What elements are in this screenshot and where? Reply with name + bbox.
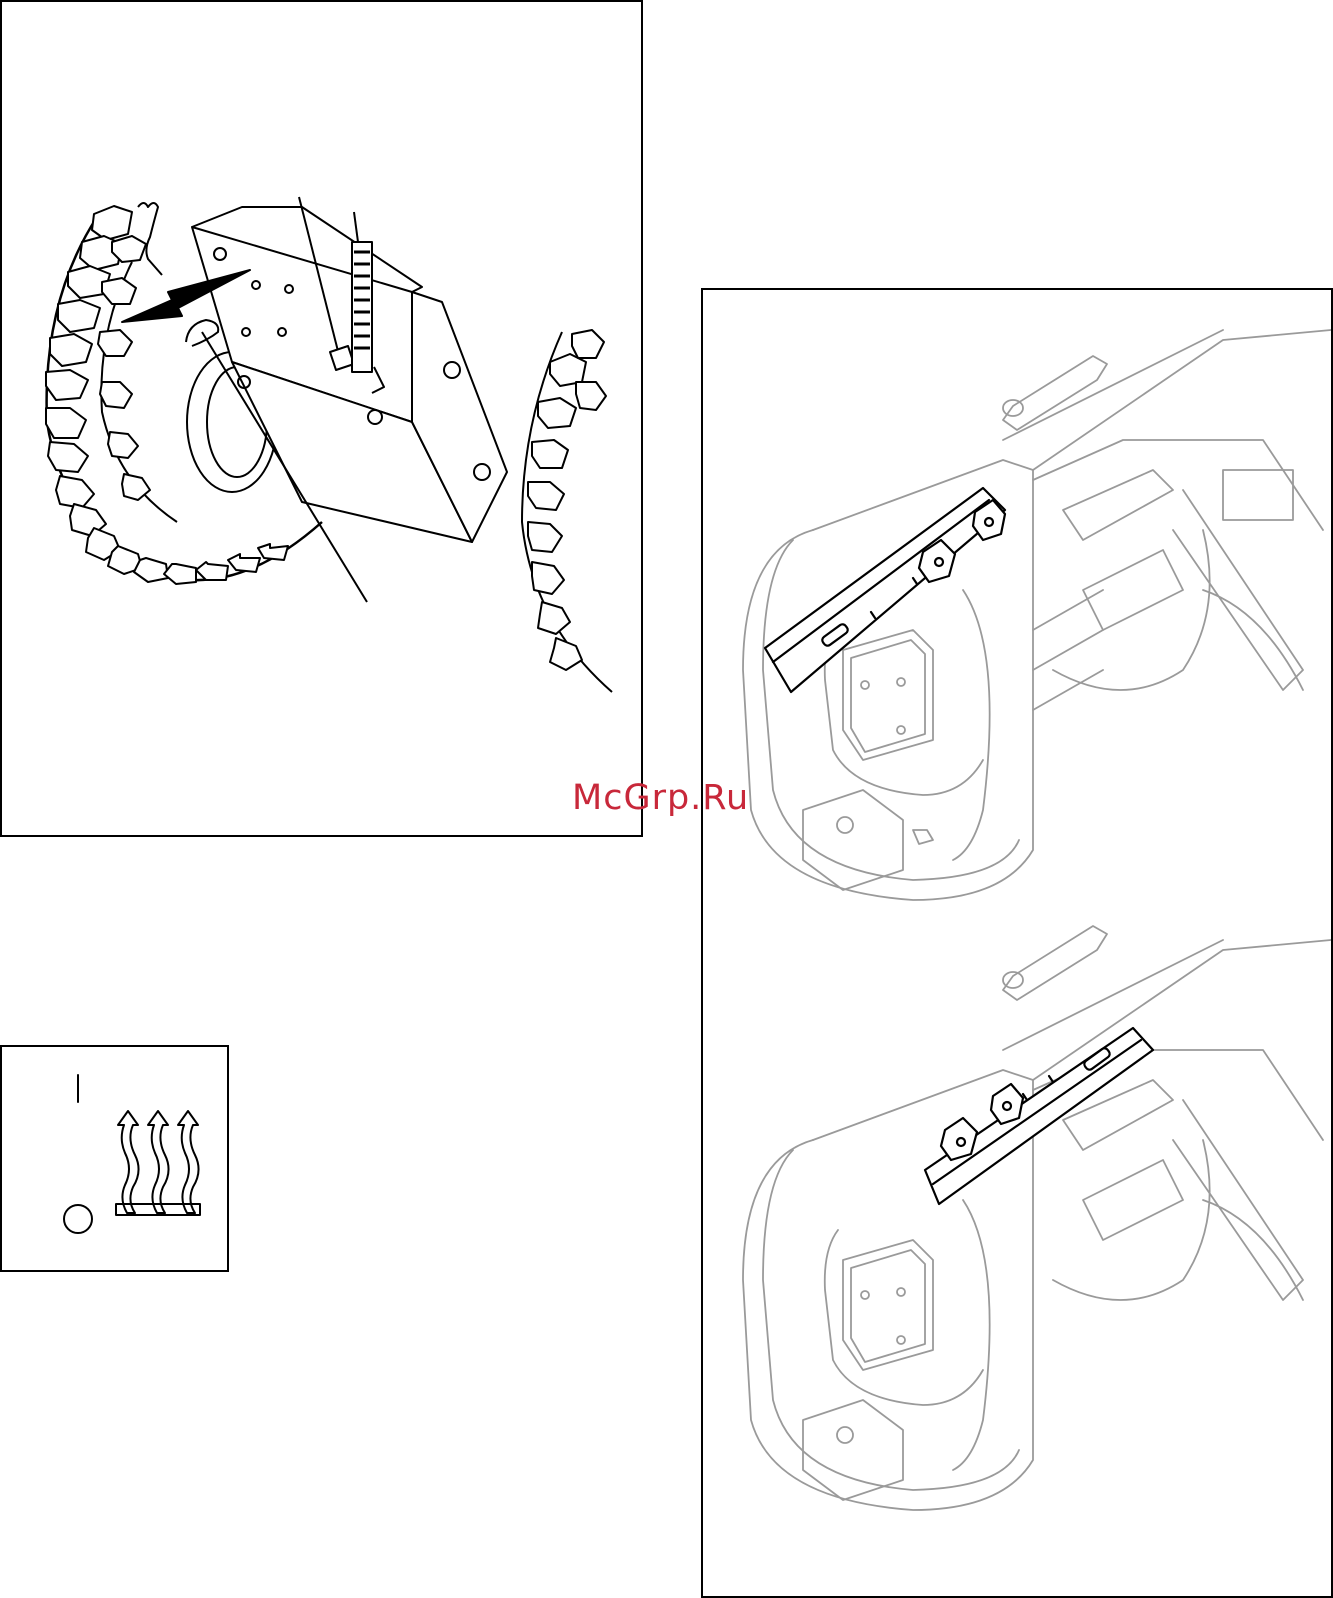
wheel-lock-pin-illustration	[2, 2, 641, 835]
skid-shoe-lowered[interactable]	[925, 1028, 1153, 1204]
heat-waves	[118, 1111, 199, 1213]
skid-shoe-raised[interactable]	[765, 488, 1005, 692]
choke-symbol-figure	[0, 1045, 229, 1272]
right-tire	[522, 330, 612, 692]
watermark-text: McGrp.Ru	[572, 778, 749, 818]
wheel-lock-pin-figure	[0, 0, 643, 837]
off-circle-symbol	[64, 1205, 92, 1233]
skid-view-lowered	[743, 926, 1331, 1510]
heat-choke-icon	[2, 1047, 227, 1270]
skid-shoe-figure	[701, 288, 1333, 1598]
skid-shoe-illustration	[703, 290, 1331, 1596]
